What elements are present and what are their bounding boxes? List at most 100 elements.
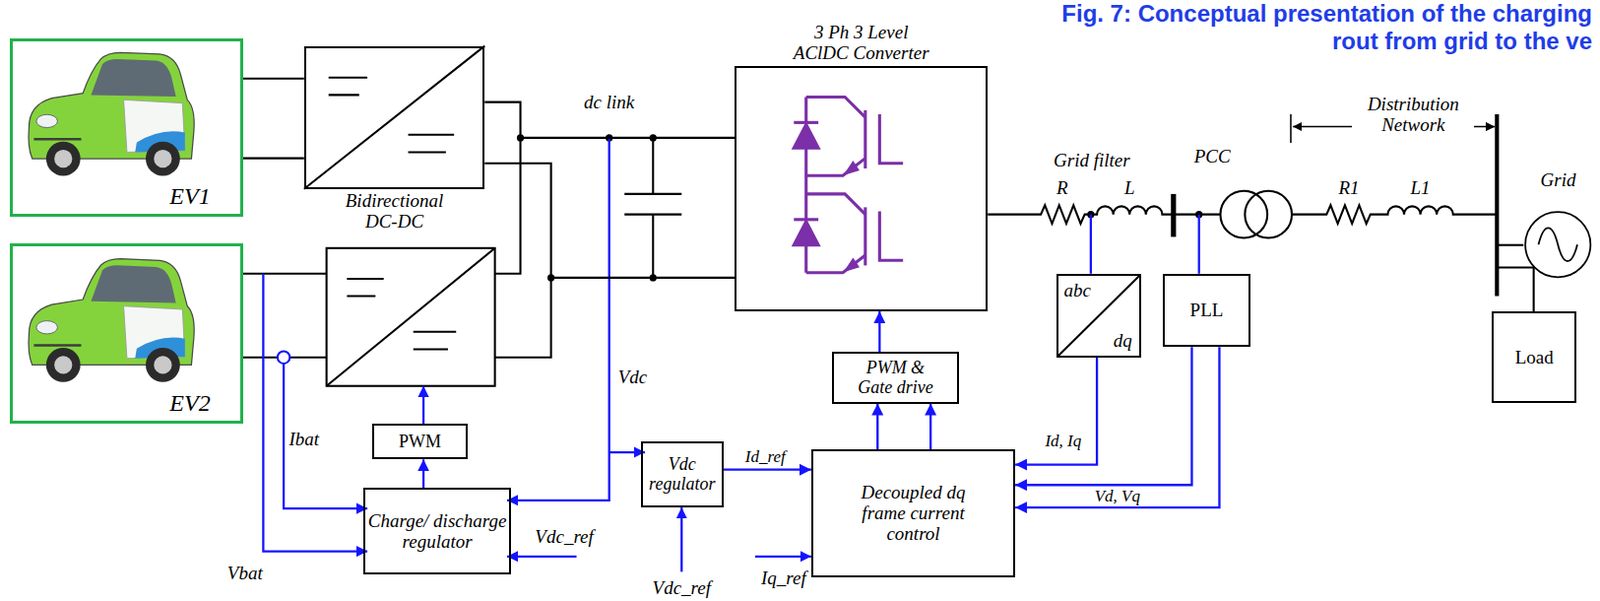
- vehicle-box: EV2: [9, 243, 243, 424]
- dc-dc-symbol: [408, 134, 455, 153]
- component-label: L: [1122, 177, 1138, 198]
- power-connector: [484, 163, 735, 278]
- box-label: PWM: [398, 431, 442, 451]
- vehicle-label: EV2: [169, 389, 210, 417]
- ac-line: [987, 204, 1534, 312]
- controller-box: Decoupled dq frame current control: [811, 448, 1016, 577]
- igbt-symbol: [846, 163, 857, 173]
- regulator-box: Charge/ discharge regulator: [363, 487, 512, 575]
- dc-dc-symbol: [304, 46, 485, 190]
- transform-label: abc: [1064, 279, 1091, 301]
- signal-label: Vbat: [225, 563, 265, 584]
- ac-line: [1496, 244, 1524, 247]
- signal-label: Vdc: [616, 367, 650, 388]
- component-label: R1: [1336, 177, 1361, 198]
- dc-dc-converter-box: Bidirectional DC-DC: [304, 46, 485, 190]
- power-wire: [243, 137, 552, 358]
- section-label: Distribution Network: [1351, 93, 1474, 136]
- box-label: Load: [1515, 346, 1554, 368]
- power-connector: [243, 77, 305, 80]
- signal-wire: [609, 450, 645, 453]
- signal-label: Ibat: [287, 428, 322, 449]
- box-label: PWM & Gate drive: [850, 357, 940, 397]
- grid-bus: [1494, 114, 1499, 296]
- signal-wire: [1198, 214, 1201, 274]
- sine-symbol: [1538, 228, 1578, 262]
- power-wire: [243, 273, 327, 358]
- ac-source-symbol: [1525, 212, 1591, 278]
- signal-connector: [1015, 357, 1097, 465]
- igbt-symbol: [806, 255, 866, 273]
- dc-dc-symbol: [304, 46, 485, 190]
- circuit-drawing: [28, 46, 1535, 573]
- igbt-symbol: [793, 217, 819, 221]
- component-label: L1: [1408, 177, 1433, 198]
- dc-dc-converter-box: [413, 331, 457, 350]
- igbt-symbol: [793, 221, 819, 246]
- ac-dc-converter-box: 3 Ph 3 Level AClDC Converter: [734, 65, 988, 312]
- bus-label: PCC: [1192, 145, 1233, 167]
- signal-connector: [878, 311, 881, 352]
- dc-dc-converter-box: [326, 248, 496, 386]
- signal-connector: [1015, 346, 1219, 508]
- figure-title: Fig. 7: Conceptual presentation of the c…: [1019, 0, 1593, 57]
- capacitor-symbol: [624, 137, 682, 278]
- signal-wire: [262, 273, 368, 552]
- signal-label: Vd, Vq: [1092, 486, 1143, 506]
- capacitor-symbol: [624, 137, 682, 278]
- converter-label: Bidirectional DC-DC: [330, 190, 459, 233]
- component-label: Grid filter: [1051, 149, 1133, 171]
- bus-label: dc link: [581, 91, 637, 113]
- converter-label: 3 Ph 3 Level AClDC Converter: [787, 21, 936, 64]
- ac-source-symbol: [1523, 209, 1593, 279]
- car-picture: [28, 52, 194, 383]
- igbt-symbol: [793, 121, 819, 125]
- igbt-symbol: [793, 124, 819, 148]
- signal-connector: [1015, 346, 1192, 485]
- car-picture: [28, 52, 194, 176]
- igbt-symbol: [806, 193, 866, 215]
- pwm-box: PWM: [372, 423, 467, 459]
- igbt-symbol: [806, 158, 866, 177]
- transform-label: dq: [1113, 329, 1133, 351]
- signal-connector: [929, 403, 932, 449]
- pcc-bus: [1170, 193, 1176, 238]
- component-label: R: [1054, 177, 1071, 198]
- transformer-symbol: [1244, 191, 1292, 239]
- grid-source: Grid: [1523, 209, 1593, 279]
- pcc-bus: [1172, 193, 1175, 238]
- box-label: Decoupled dq frame current control: [844, 481, 983, 545]
- car-picture: [28, 258, 194, 383]
- dc-dc-converter-box: [326, 248, 496, 386]
- grid-bus: [1495, 114, 1498, 296]
- signal-wire: [1089, 214, 1092, 274]
- signal-label: Iq_ref: [759, 567, 809, 588]
- regulator-box: Vdc regulator: [640, 441, 724, 508]
- distribution-bracket: [1289, 114, 1292, 143]
- signal-wire: [283, 363, 368, 509]
- signal-wire: [680, 507, 683, 572]
- transform-symbol: [1058, 275, 1140, 356]
- vehicle-box: EV1: [9, 38, 243, 216]
- load-box: Load: [1491, 311, 1577, 403]
- signal-wire: [507, 555, 576, 558]
- signal-wire: [507, 137, 610, 501]
- power-wire: [495, 137, 521, 274]
- current-sensor: [277, 351, 290, 364]
- ac-line: [1496, 267, 1534, 313]
- box-label: PLL: [1190, 299, 1224, 320]
- power-connector: [243, 157, 305, 160]
- dc-dc-symbol: [328, 77, 368, 96]
- current-sensor: [277, 351, 290, 364]
- igbt-symbol: [879, 211, 903, 261]
- signal-label: Vdc_ref: [650, 576, 713, 598]
- signal-label: Id_ref: [743, 448, 788, 467]
- igbt-symbol: [806, 96, 866, 118]
- pll-box: PLL: [1162, 273, 1250, 348]
- signal-label: Id, Iq: [1042, 431, 1084, 450]
- box-label: Vdc regulator: [642, 453, 722, 494]
- dc-dc-converter-box: [346, 278, 384, 297]
- dc-dc-converter-box: [326, 248, 496, 386]
- grid-label: Grid: [1529, 169, 1589, 191]
- box-label: Charge/ discharge regulator: [365, 510, 510, 553]
